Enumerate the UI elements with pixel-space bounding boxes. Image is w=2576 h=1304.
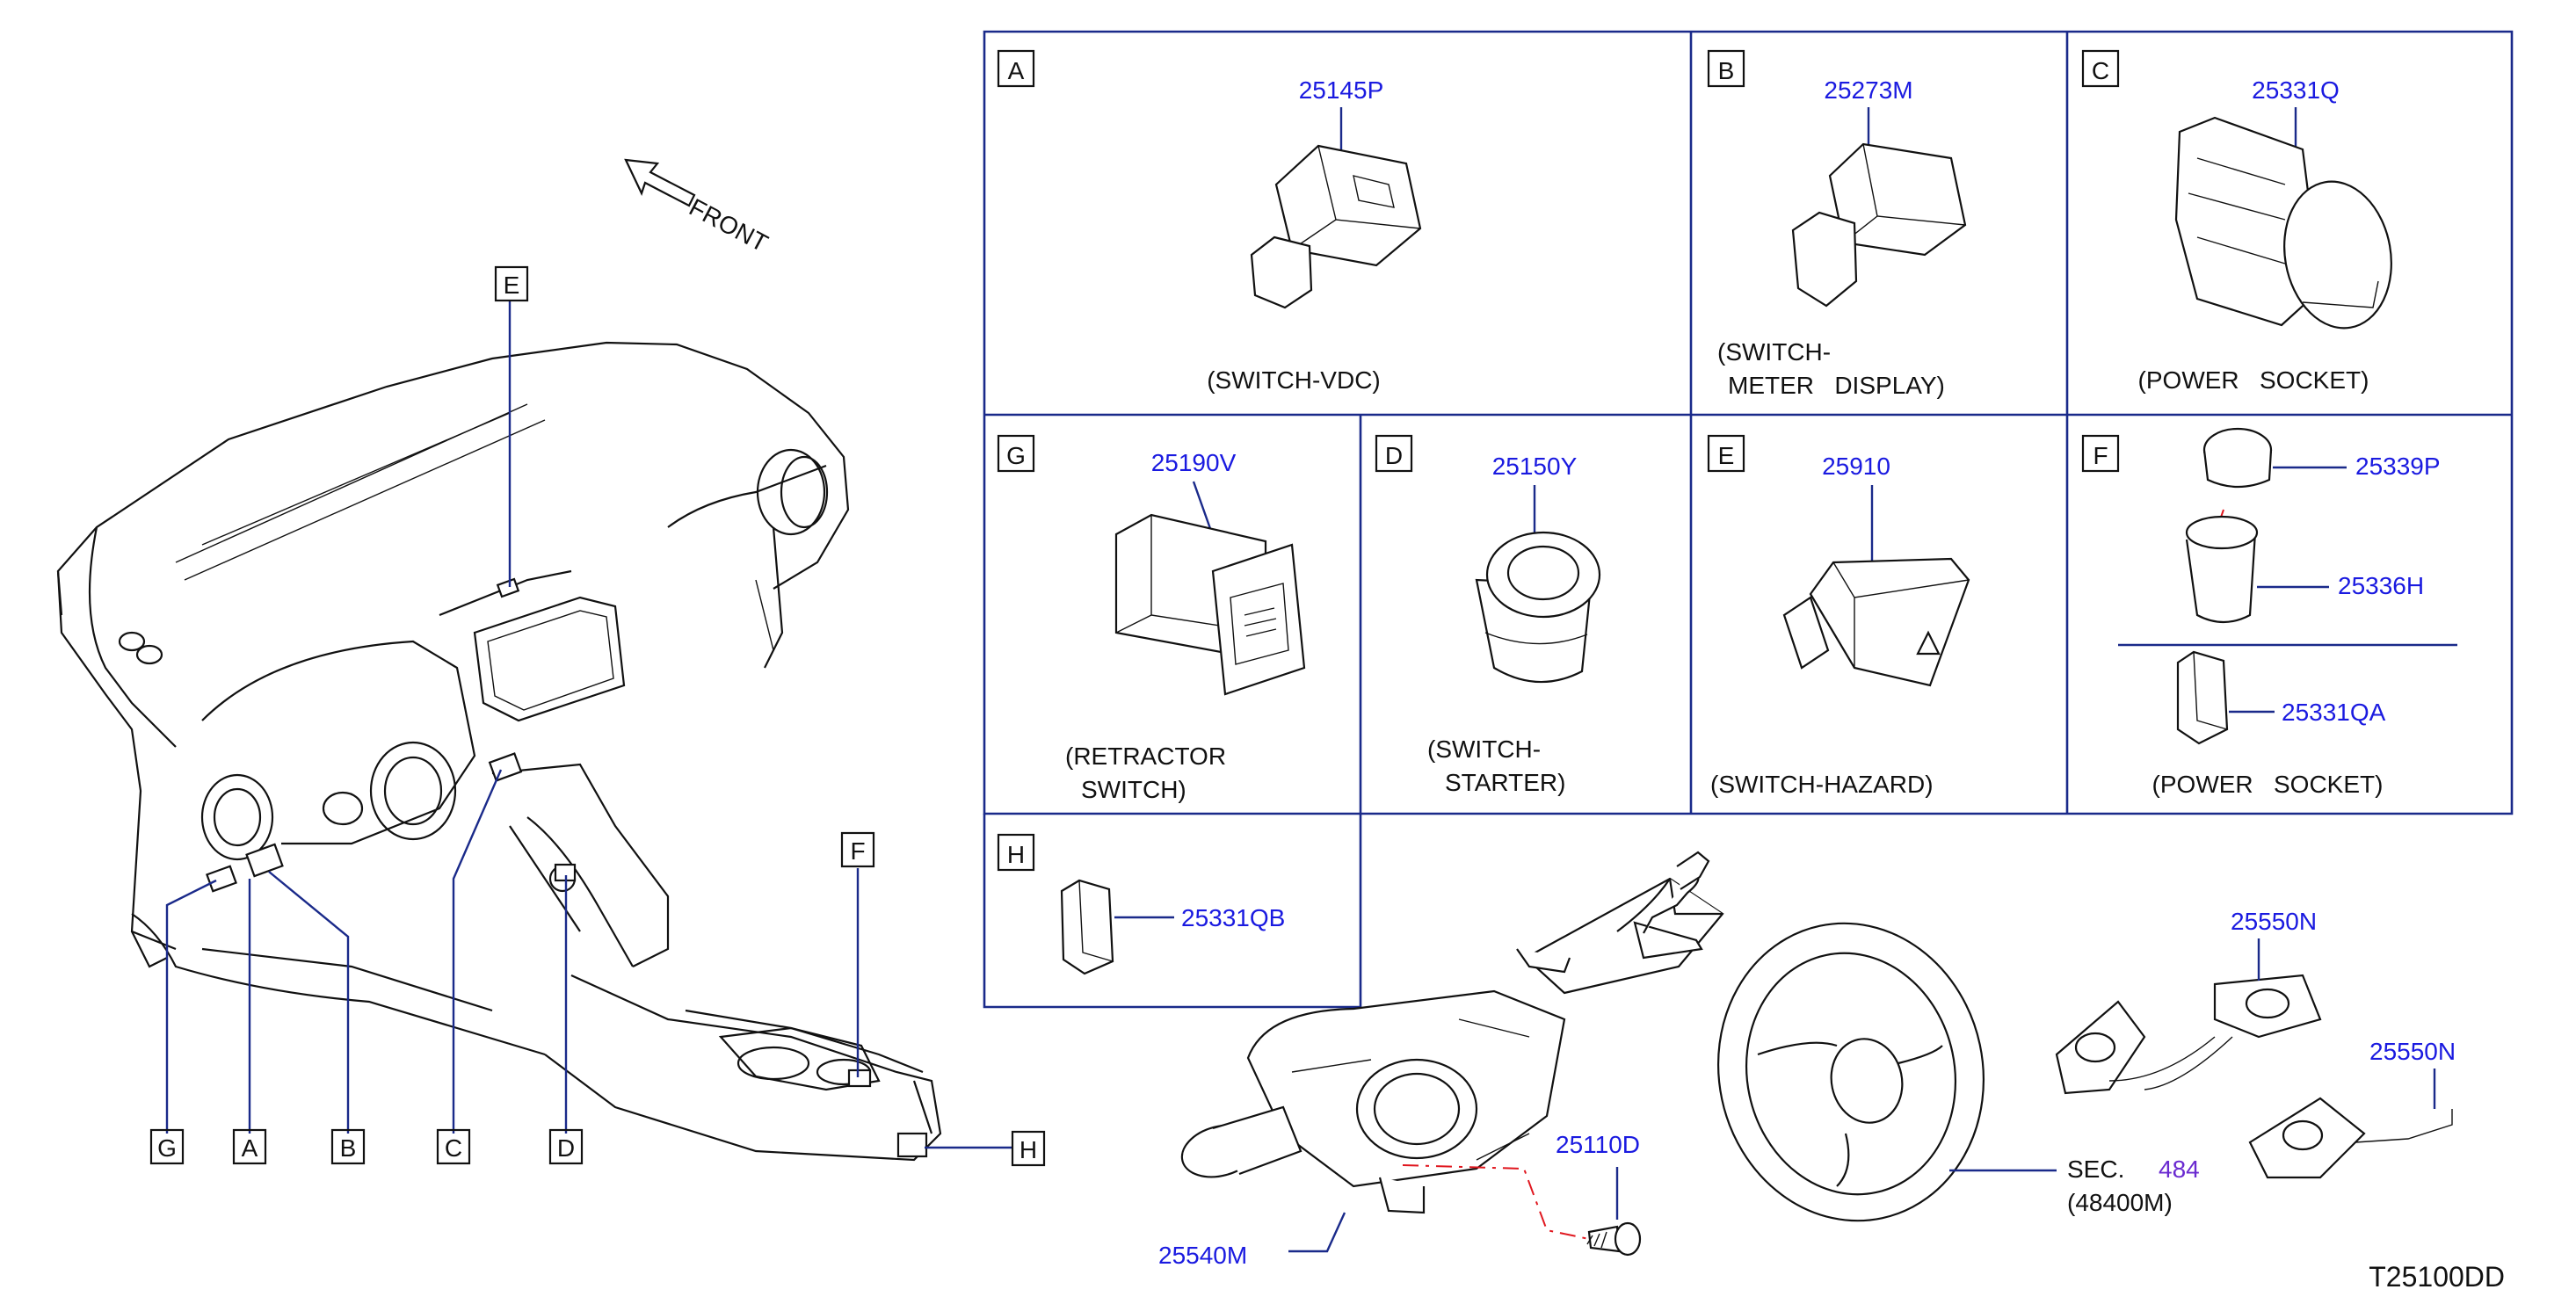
caption-retractor-switch-2: SWITCH) xyxy=(1081,776,1186,803)
svg-text:G: G xyxy=(157,1134,177,1162)
part-number-25190v: 25190V xyxy=(1151,449,1237,476)
front-arrow-icon xyxy=(624,158,696,207)
svg-text:B: B xyxy=(1718,57,1735,84)
caption-switch-starter-1: (SWITCH- xyxy=(1427,735,1541,763)
sec-part-48400m: (48400M) xyxy=(2067,1189,2173,1216)
detail-panels-grid xyxy=(983,30,2514,1009)
svg-text:E: E xyxy=(504,272,520,299)
panel-f: F 25339P 25336H 25331QA (POWER SOCKET) xyxy=(2081,427,2457,798)
power-socket-icon xyxy=(2174,116,2392,330)
svg-text:F: F xyxy=(2093,442,2108,469)
leader-25540m xyxy=(1288,1212,1346,1253)
caption-retractor-switch-1: (RETRACTOR xyxy=(1065,743,1226,770)
diagram-id: T25100DD xyxy=(2369,1261,2505,1293)
part-number-25145p: 25145P xyxy=(1299,76,1384,104)
panel-a: A 25145P (SWITCH-VDC) xyxy=(997,49,1422,394)
callout-a: A xyxy=(232,1128,267,1165)
callout-b: B xyxy=(330,1128,366,1165)
callout-f: F xyxy=(840,831,875,868)
caption-switch-vdc: (SWITCH-VDC) xyxy=(1207,366,1381,394)
sec-number-484: 484 xyxy=(2159,1155,2200,1183)
svg-text:D: D xyxy=(557,1134,575,1162)
callout-d: D xyxy=(548,1128,584,1165)
starter-switch-icon xyxy=(1475,531,1601,684)
caption-power-socket-c: (POWER SOCKET) xyxy=(2138,366,2369,394)
combination-switch-assembly xyxy=(1180,851,1724,1214)
svg-text:D: D xyxy=(1385,442,1403,469)
panel-e: E 25910 (SWITCH-HAZARD) xyxy=(1707,434,1970,798)
panel-c: C 25331Q (POWER SOCKET) xyxy=(2081,49,2392,394)
steering-wheel-icon xyxy=(1716,922,1985,1222)
meter-display-switch-icon xyxy=(1791,142,1967,308)
part-number-25550n-lower: 25550N xyxy=(2369,1038,2456,1065)
svg-text:C: C xyxy=(2092,57,2109,84)
callout-e: E xyxy=(494,265,529,302)
svg-text:A: A xyxy=(242,1134,258,1162)
panel-b: B 25273M (SWITCH- METER DISPLAY) xyxy=(1707,49,1967,399)
svg-text:A: A xyxy=(1008,57,1025,84)
caption-switch-meter-display-1: (SWITCH- xyxy=(1717,338,1831,366)
screw-icon xyxy=(1586,1221,1642,1257)
part-number-25331qa: 25331QA xyxy=(2282,699,2386,726)
svg-text:G: G xyxy=(1006,442,1026,469)
callout-g: G xyxy=(149,1128,185,1165)
power-socket-small-icon xyxy=(2176,650,2229,745)
socket-body-icon xyxy=(2185,515,2259,624)
svg-text:H: H xyxy=(1007,841,1025,868)
red-dash-line xyxy=(1402,1164,1590,1240)
hazard-switch-icon xyxy=(1782,557,1970,687)
caption-switch-starter-2: STARTER) xyxy=(1445,769,1565,796)
panel-d: D 25150Y (SWITCH- STARTER) xyxy=(1375,434,1601,796)
steering-switch-lower-icon xyxy=(2248,1097,2453,1179)
vdc-switch-icon xyxy=(1250,144,1422,309)
svg-text:H: H xyxy=(1020,1136,1037,1163)
sec-label: SEC. xyxy=(2067,1155,2124,1183)
part-number-25336h: 25336H xyxy=(2338,572,2424,599)
part-number-25339p: 25339P xyxy=(2355,453,2441,480)
panel-g: G 25190V (RETRACTOR SWITCH) xyxy=(997,434,1306,803)
svg-text:E: E xyxy=(1718,442,1735,469)
part-number-25910: 25910 xyxy=(1822,453,1890,480)
part-number-25331q: 25331Q xyxy=(2252,76,2340,104)
caption-power-socket-f: (POWER SOCKET) xyxy=(2152,771,2384,798)
caption-switch-hazard: (SWITCH-HAZARD) xyxy=(1710,771,1934,798)
svg-text:B: B xyxy=(340,1134,357,1162)
power-socket-h-icon xyxy=(1060,879,1114,975)
steering-switch-upper-icon xyxy=(2055,974,2322,1095)
svg-text:F: F xyxy=(850,837,865,865)
part-number-25540m: 25540M xyxy=(1158,1242,1247,1269)
cap-icon xyxy=(2202,427,2273,489)
callout-c: C xyxy=(436,1128,471,1165)
part-number-25331qb: 25331QB xyxy=(1181,904,1285,931)
front-label: FRONT xyxy=(685,193,773,257)
part-number-25273m: 25273M xyxy=(1824,76,1912,104)
dashboard-illustration: FRONT xyxy=(56,158,1012,1162)
caption-switch-meter-display-2: METER DISPLAY) xyxy=(1728,372,1945,399)
callout-h: H xyxy=(1011,1130,1046,1167)
part-number-25550n-upper: 25550N xyxy=(2231,908,2317,935)
retractor-switch-icon xyxy=(1114,513,1306,696)
part-number-25150y: 25150Y xyxy=(1492,453,1578,480)
svg-text:C: C xyxy=(445,1134,462,1162)
part-number-25110d: 25110D xyxy=(1556,1131,1640,1158)
panel-h: H 25331QB xyxy=(997,833,1285,975)
